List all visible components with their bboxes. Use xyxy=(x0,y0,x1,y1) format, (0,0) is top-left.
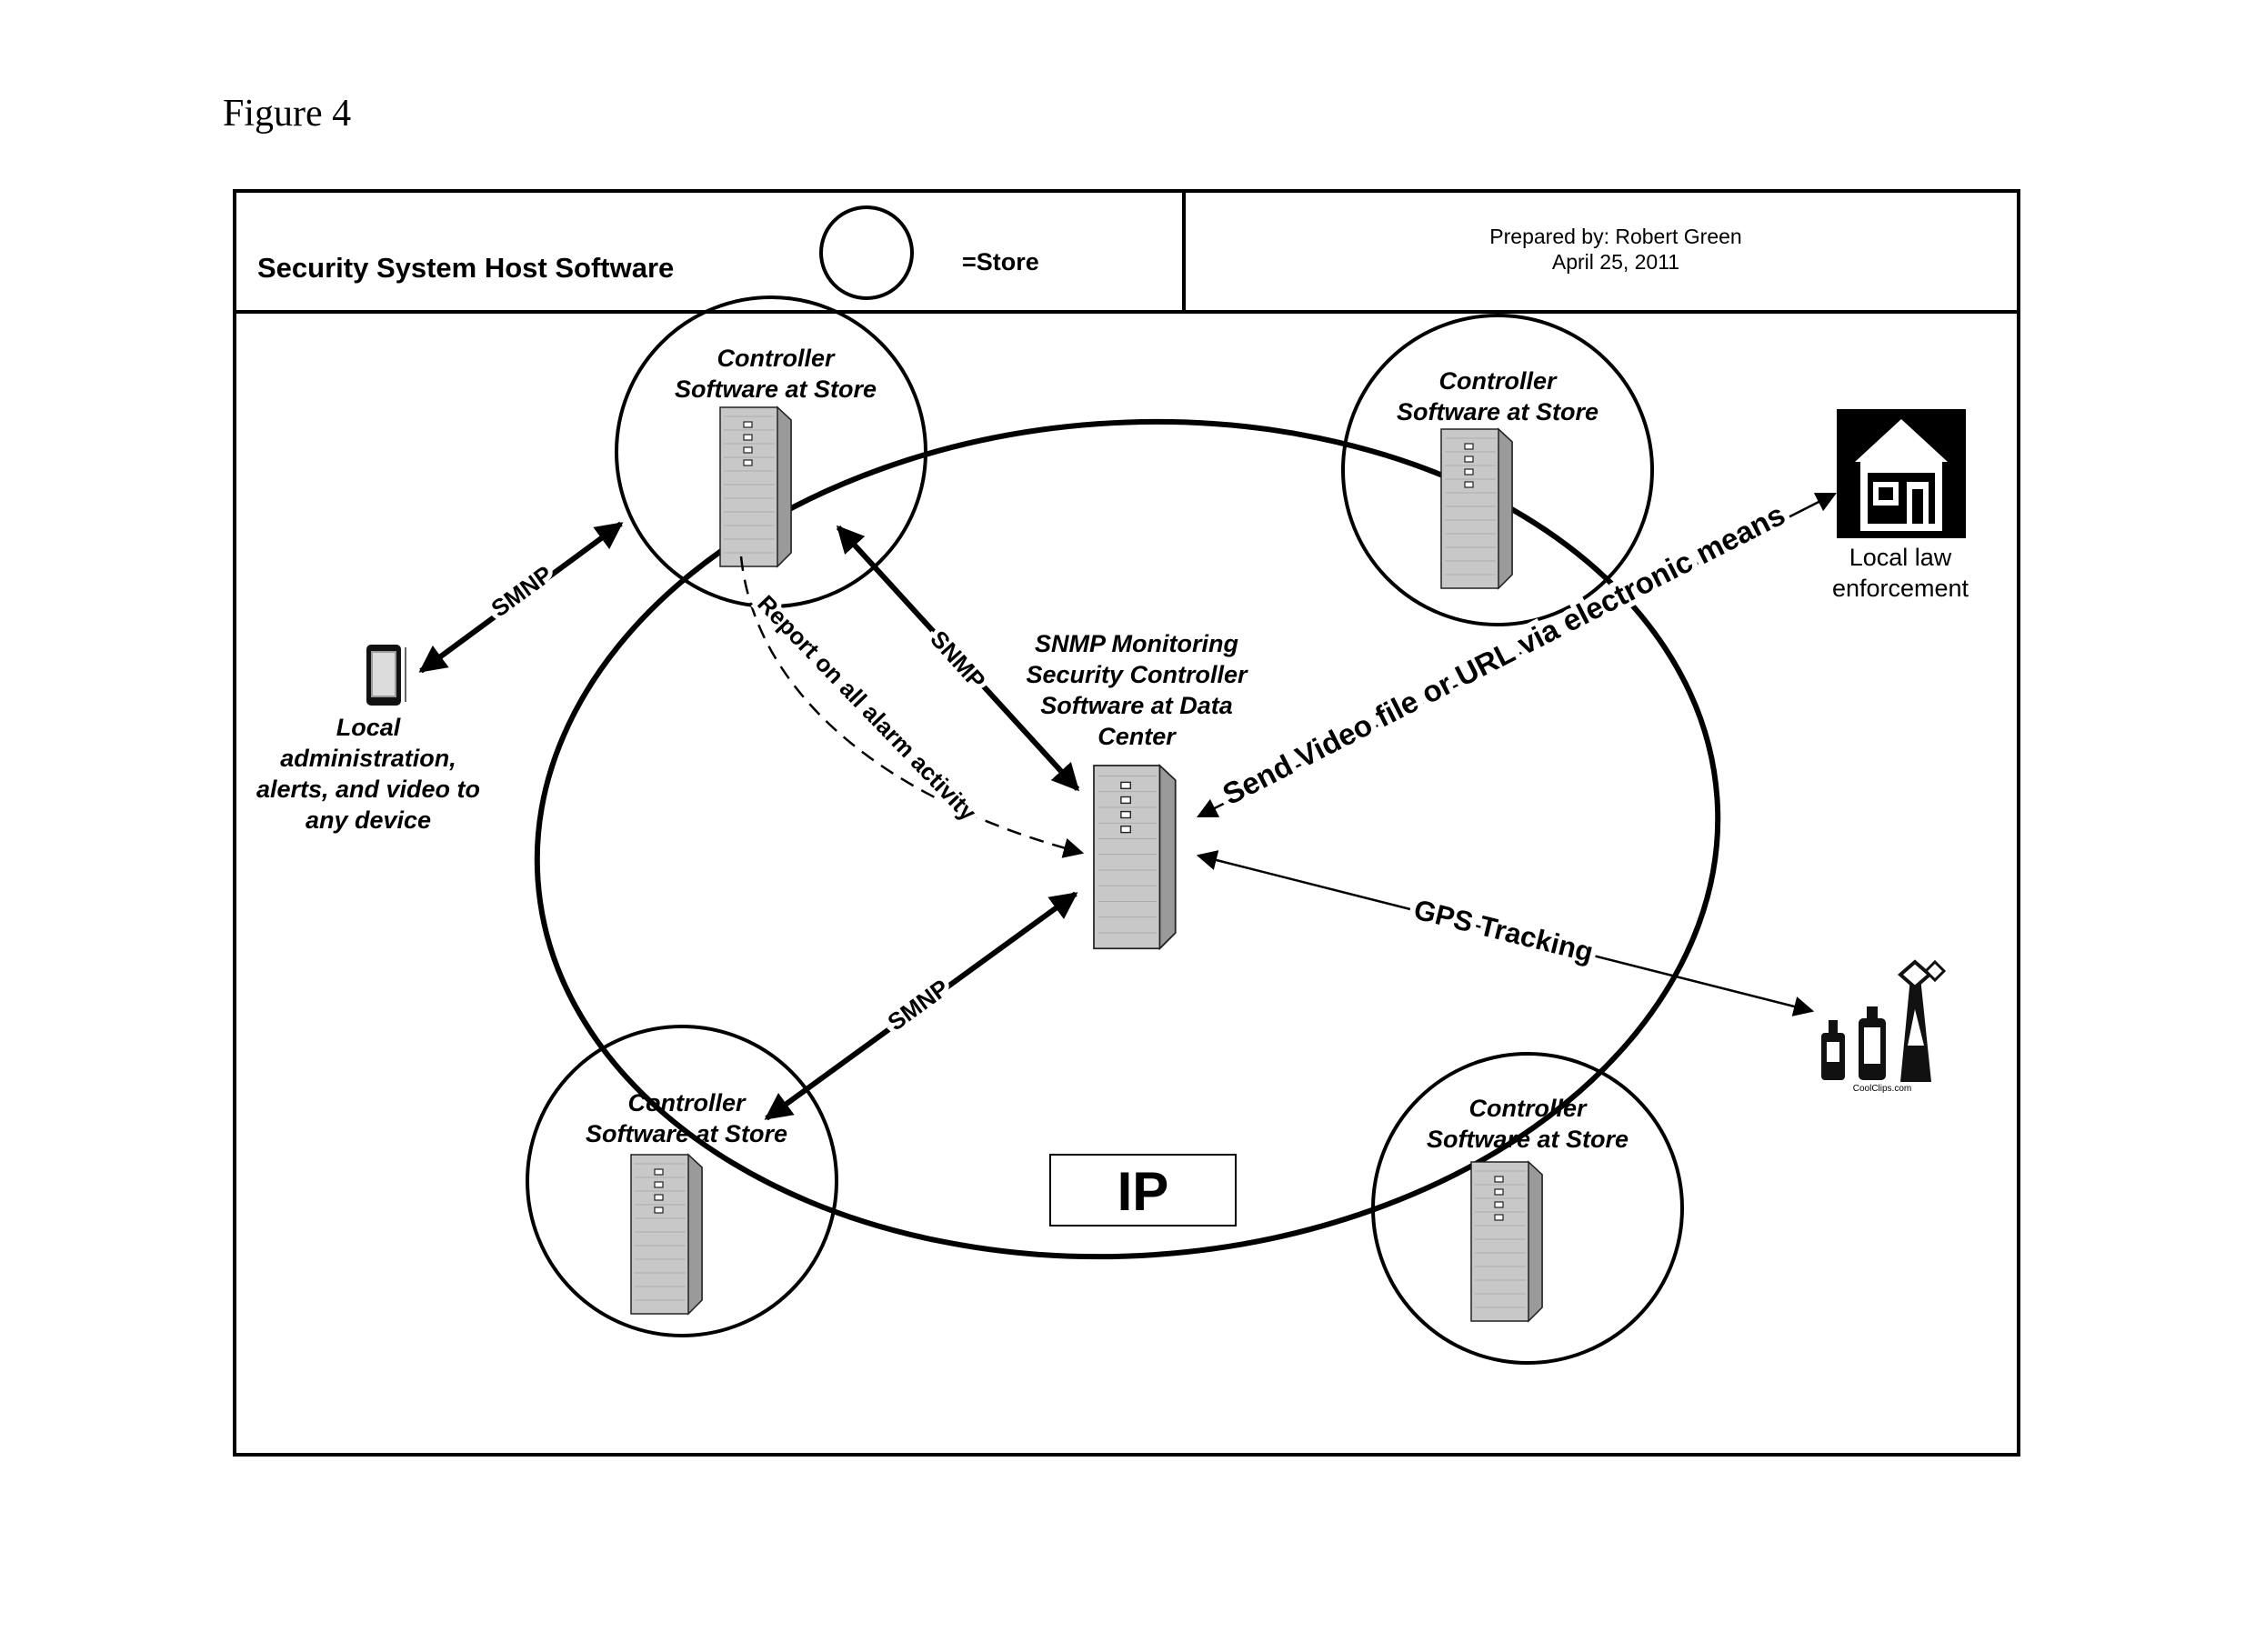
local-device-label-line1: Local xyxy=(336,714,401,741)
datacenter-server-icon xyxy=(1094,766,1176,948)
store-label-bottom-left-line2: Software at Store xyxy=(586,1120,787,1147)
store-label-top-left-line2: Software at Store xyxy=(675,375,877,403)
datacenter-label-line2: Security Controller xyxy=(1026,661,1248,688)
gps-tracker-icon xyxy=(1821,962,1944,1082)
diagram-title: Security System Host Software xyxy=(257,252,674,284)
link-bottom-store-label: SMNP xyxy=(883,974,954,1036)
local-device-label-line3: alerts, and video to xyxy=(256,776,480,803)
store-label-top-right-line2: Software at Store xyxy=(1397,398,1599,426)
local-device-label-line4: any device xyxy=(306,806,431,834)
link-report-label: Report on all alarm activity xyxy=(752,590,982,826)
store-server-icon-top-left xyxy=(720,407,791,566)
link-store-datacenter-label: SNMP xyxy=(925,626,991,695)
store-legend-label: =Store xyxy=(962,248,1039,275)
store-server-icon-top-right xyxy=(1441,429,1512,588)
house-icon xyxy=(1837,409,1966,538)
prepared-date: April 25, 2011 xyxy=(1552,250,1679,274)
store-label-bottom-right-line1: Controller xyxy=(1468,1095,1587,1122)
mobile-device-icon xyxy=(366,645,406,706)
store-label-bottom-left-line1: Controller xyxy=(627,1089,746,1116)
store-legend-symbol xyxy=(821,207,912,298)
ip-label: IP xyxy=(1117,1161,1169,1222)
link-report-dashed xyxy=(741,556,1082,853)
law-enforcement-label-line2: enforcement xyxy=(1832,575,1969,602)
clipart-credit: CoolClips.com xyxy=(1853,1084,1911,1094)
datacenter-label-line1: SNMP Monitoring xyxy=(1035,630,1238,657)
datacenter-label-line4: Center xyxy=(1097,723,1177,750)
datacenter-label-line3: Software at Data xyxy=(1040,692,1233,719)
store-label-top-right-line1: Controller xyxy=(1438,367,1557,395)
law-enforcement-label-line1: Local law xyxy=(1849,544,1952,571)
link-device-store-label: SMNP xyxy=(486,560,557,622)
store-server-icon-bottom-right xyxy=(1471,1162,1542,1321)
prepared-by: Prepared by: Robert Green xyxy=(1489,225,1741,248)
figure-label: Figure 4 xyxy=(223,93,351,135)
store-label-bottom-right-line2: Software at Store xyxy=(1427,1126,1629,1153)
link-gps-label: GPS Tracking xyxy=(1411,893,1597,968)
store-label-top-left-line1: Controller xyxy=(717,345,835,372)
local-device-label-line2: administration, xyxy=(280,745,456,772)
store-server-icon-bottom-left xyxy=(631,1155,702,1314)
